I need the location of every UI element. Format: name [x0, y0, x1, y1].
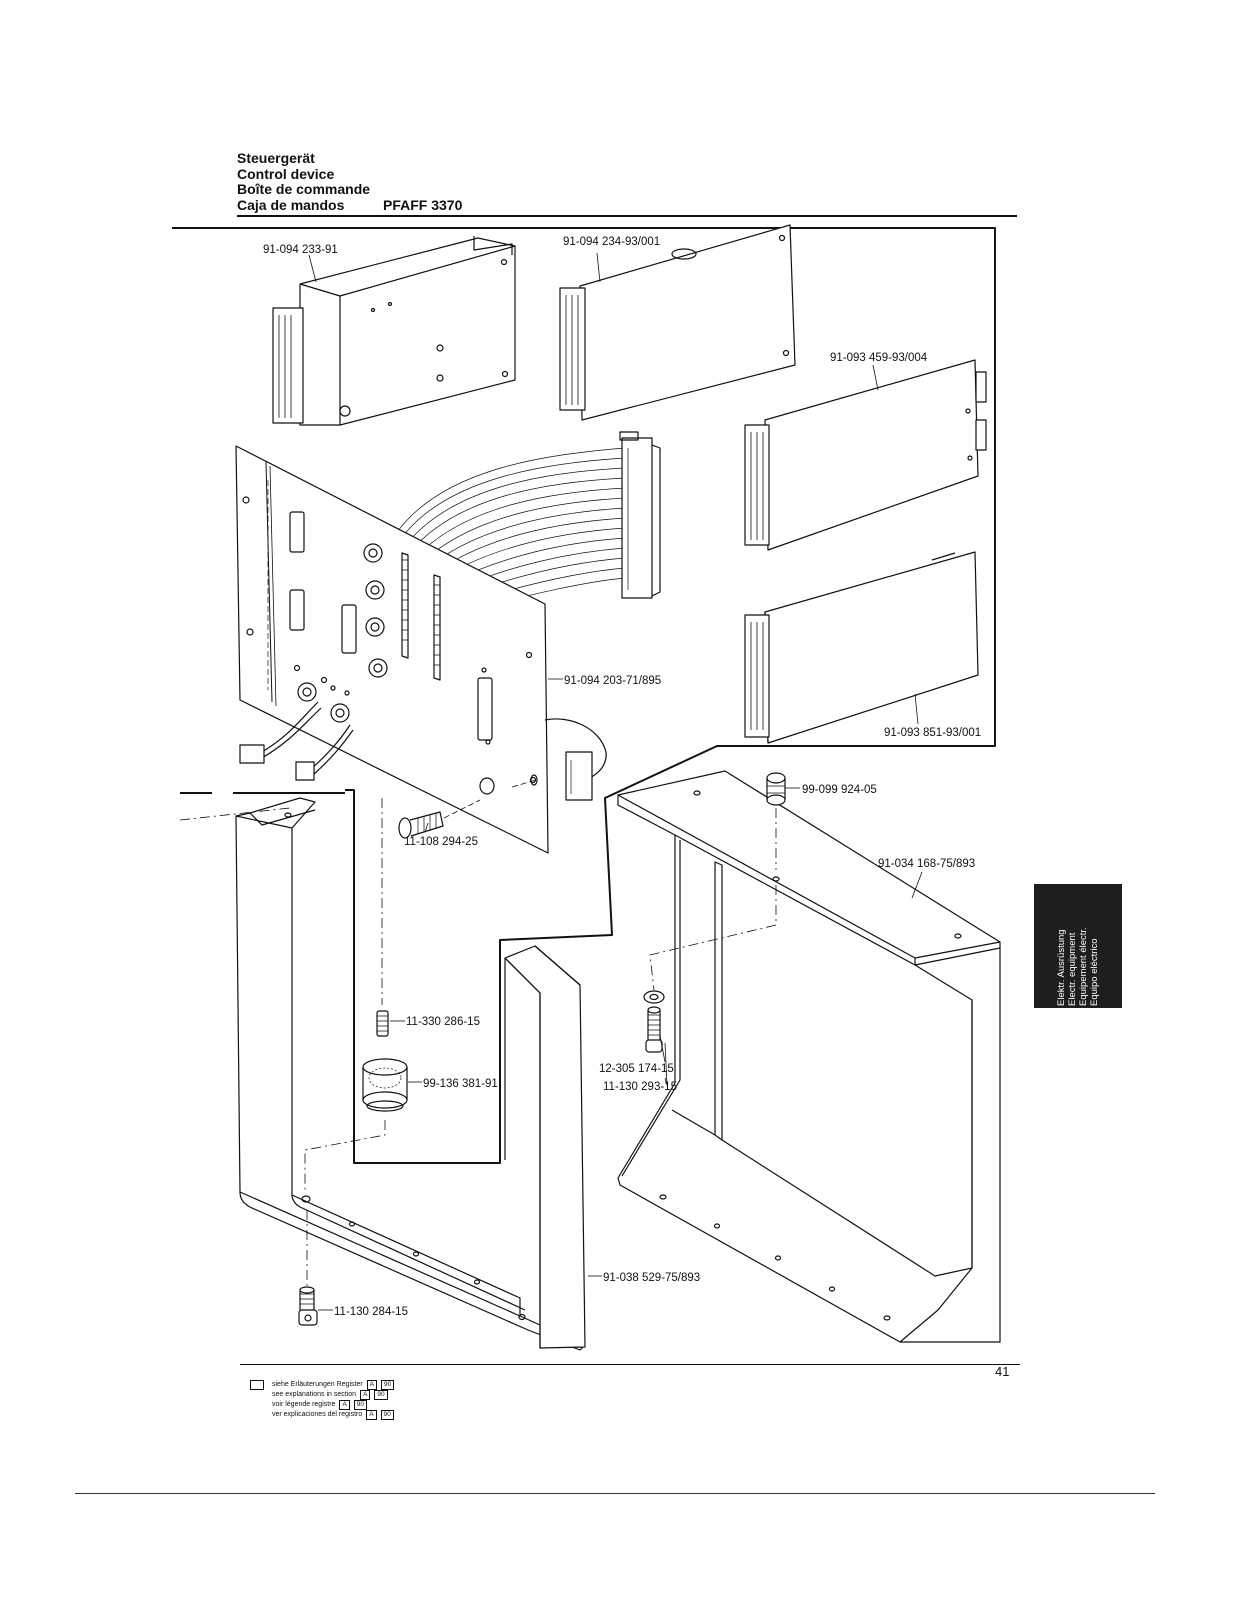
part-label: 91-093 459-93/004 [830, 352, 928, 364]
legend-ref: A [360, 1390, 371, 1400]
circuit-board-b [559, 224, 796, 421]
wiring-harness [239, 701, 354, 781]
part-label: 91-094 203-71/895 [564, 675, 661, 687]
part-label: 91-038 529-75/893 [603, 1272, 700, 1284]
left-mounting-frame [235, 797, 586, 1351]
section-tab-de: Elektr. Ausrüstung [1056, 929, 1067, 1006]
title-fr: Boîte de commande [237, 181, 371, 197]
section-tab-fr: Equipement électr. [1078, 927, 1089, 1006]
circuit-board-c [744, 359, 987, 551]
assembly-axis-top [179, 807, 291, 821]
circuit-board-a [272, 236, 516, 426]
section-tab: Elektr. Ausrüstung Electr. equipment Equ… [1034, 884, 1122, 1008]
rubber-damper [362, 1058, 408, 1112]
leader-lines [308, 252, 923, 1311]
multilingual-title: Steuergerät Control device Boîte de comm… [237, 150, 1017, 213]
stud [376, 1010, 389, 1037]
grommet [766, 772, 786, 806]
footer-rule [240, 1364, 1020, 1365]
part-label: 91-094 234-93/001 [563, 236, 660, 248]
panel-screw [398, 799, 481, 839]
right-screw [645, 1006, 663, 1053]
part-label: 99-136 381-91 [423, 1078, 498, 1090]
circuit-board-d [744, 551, 979, 744]
part-label: 11-130 293-15 [603, 1081, 677, 1093]
washer [643, 990, 665, 1004]
legend-ref: 90 [353, 1400, 368, 1410]
page-header: Steuergerät Control device Boîte de comm… [237, 150, 1017, 217]
legend-ref: A [339, 1400, 350, 1410]
page-number: 41 [995, 1364, 1010, 1379]
assembly-axis-right [649, 808, 777, 991]
assembly-axis-left [304, 798, 386, 1288]
legend-ref: A [366, 1380, 378, 1390]
legend-ref: 90 [381, 1380, 395, 1390]
section-tab-es: Equipo eléctrico [1089, 938, 1100, 1006]
part-label: 91-034 168-75/893 [878, 858, 975, 870]
section-tab-text: Elektr. Ausrüstung Electr. equipment Equ… [1056, 886, 1100, 1006]
title-de: Steuergerät [237, 150, 315, 166]
main-control-panel [235, 445, 607, 854]
part-label: 99-099 924-05 [802, 784, 877, 796]
legend-ref: 90 [374, 1390, 388, 1400]
bottom-rule [75, 1493, 1155, 1494]
right-housing [617, 770, 1001, 1343]
title-es: Caja de mandos [237, 196, 345, 213]
legend-ref: 90 [380, 1410, 394, 1420]
legend-ref: A [366, 1410, 377, 1420]
bottom-screw [298, 1286, 318, 1326]
part-label: 11-108 294-25 [404, 836, 478, 848]
ribbon-connector [619, 431, 661, 599]
part-label: 11-330 286-15 [406, 1016, 480, 1028]
region-outline [172, 227, 996, 1164]
model-name: PFAFF 3370 [383, 197, 463, 213]
section-tab-en: Electr. equipment [1067, 932, 1078, 1006]
title-en: Control device [237, 165, 335, 182]
part-label: 91-094 233-91 [263, 244, 338, 256]
legend-box-icon [250, 1380, 264, 1390]
part-label: 11-130 284-15 [334, 1306, 408, 1318]
part-label: 91-093 851-93/001 [884, 727, 981, 739]
part-label: 12-305 174-15 [599, 1063, 674, 1075]
header-rule [237, 215, 1017, 217]
